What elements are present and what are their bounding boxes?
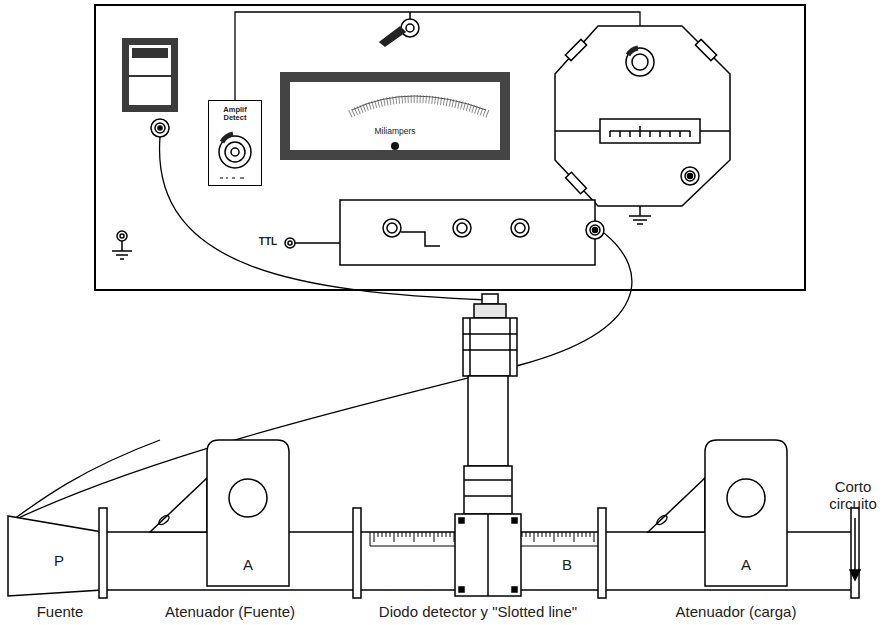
bridge-circuit	[555, 26, 730, 224]
part-letter: B	[555, 556, 579, 573]
instrument-panel	[95, 5, 805, 290]
meter-face: Miliampers	[290, 82, 500, 150]
flange	[99, 508, 859, 598]
attenuator	[150, 440, 289, 586]
pulse-box	[285, 200, 604, 265]
part-name: Atenuador (carga)	[656, 603, 816, 620]
detector-probe	[455, 294, 521, 596]
part-name: Corto circuito	[822, 478, 884, 513]
part-name: Fuente	[15, 603, 105, 620]
jack	[151, 119, 169, 137]
amplifier-box: Amplif Detect	[208, 100, 262, 186]
amp-knob	[219, 134, 251, 178]
part-name: Diodo detector y "Slotted line"	[333, 603, 623, 620]
callout-arrow	[850, 518, 860, 580]
selector-knob	[380, 12, 419, 46]
node-text: P	[54, 553, 64, 570]
meter	[280, 72, 510, 160]
signal-name: TTL	[248, 236, 288, 248]
attenuator: A	[705, 440, 787, 586]
attenuator: A	[207, 440, 289, 586]
cable	[10, 440, 160, 522]
ground-symbol	[112, 231, 132, 259]
horn-source: P	[8, 532, 102, 590]
cable	[10, 233, 632, 522]
panel-display	[122, 38, 178, 112]
part-name: Atenuador (Fuente)	[143, 603, 318, 620]
node-text: A	[741, 557, 751, 574]
node-text: Amplif Detect	[217, 106, 253, 123]
horn-source	[8, 516, 102, 596]
node-text: A	[243, 557, 253, 574]
attenuator	[648, 440, 787, 586]
node-text: Miliampers	[374, 127, 415, 137]
